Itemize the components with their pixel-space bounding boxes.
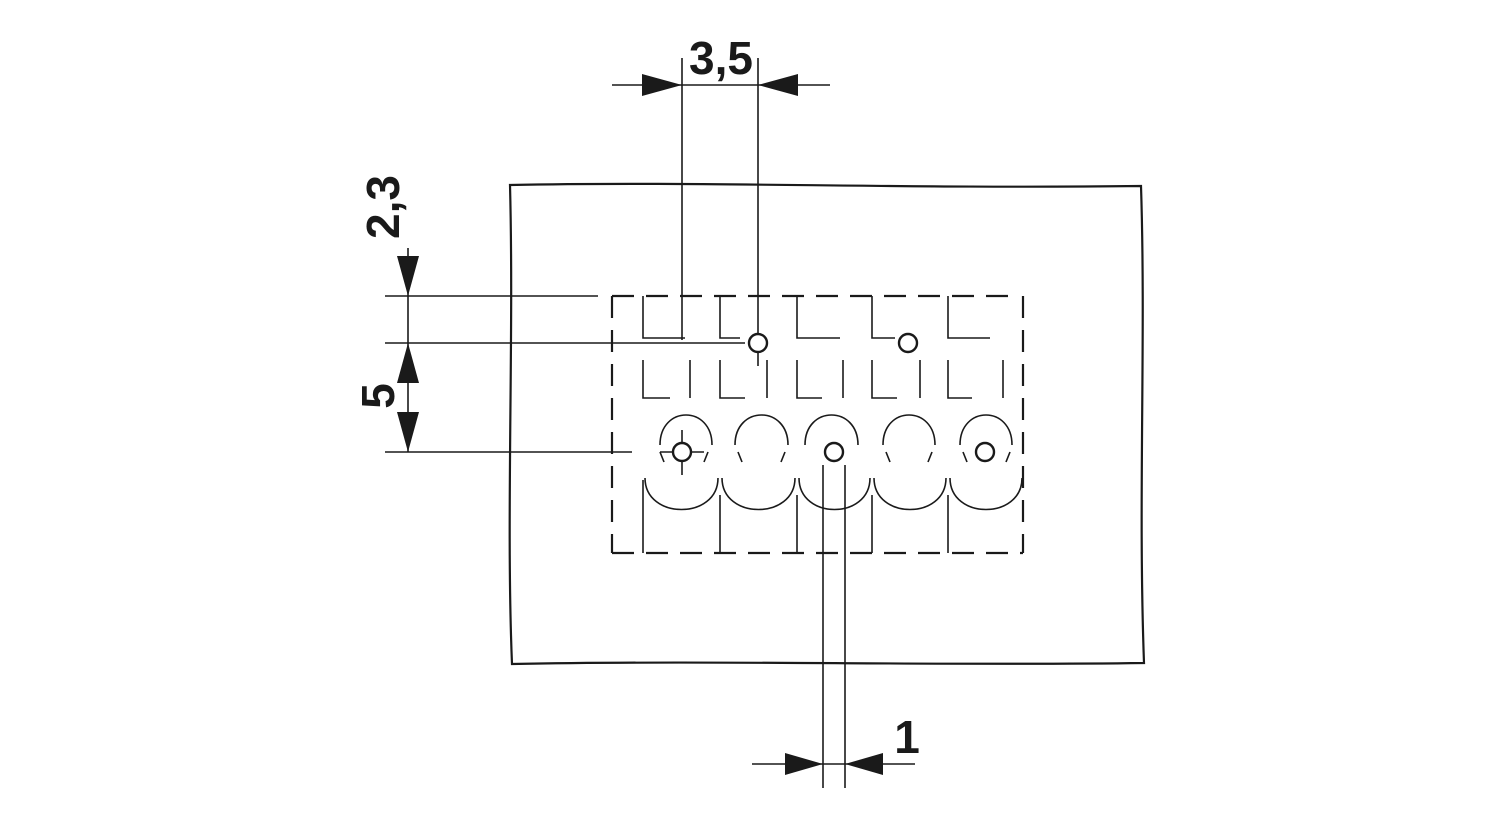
dimension-top-offset: 2,3 [357, 175, 419, 383]
extension-lines [385, 58, 846, 788]
dimension-hole-diameter-label: 1 [894, 711, 920, 763]
dimension-row-spacing-label: 5 [352, 383, 404, 409]
connector-footprint [610, 294, 1025, 555]
dimension-hole-diameter: 1 [752, 711, 920, 775]
pcb-board-outline [508, 182, 1146, 666]
dimension-pitch: 3,5 [612, 32, 830, 96]
hole-lower-row [671, 441, 693, 463]
dimension-row-spacing: 5 [352, 343, 419, 452]
dimension-pitch-label: 3,5 [689, 32, 753, 84]
hole-lower-row [823, 441, 845, 463]
pcb-holes [671, 332, 996, 463]
dimension-top-offset-label: 2,3 [357, 175, 409, 239]
hole-upper-row [897, 332, 919, 354]
hole-lower-row [974, 441, 996, 463]
hole-upper-row [747, 332, 769, 354]
